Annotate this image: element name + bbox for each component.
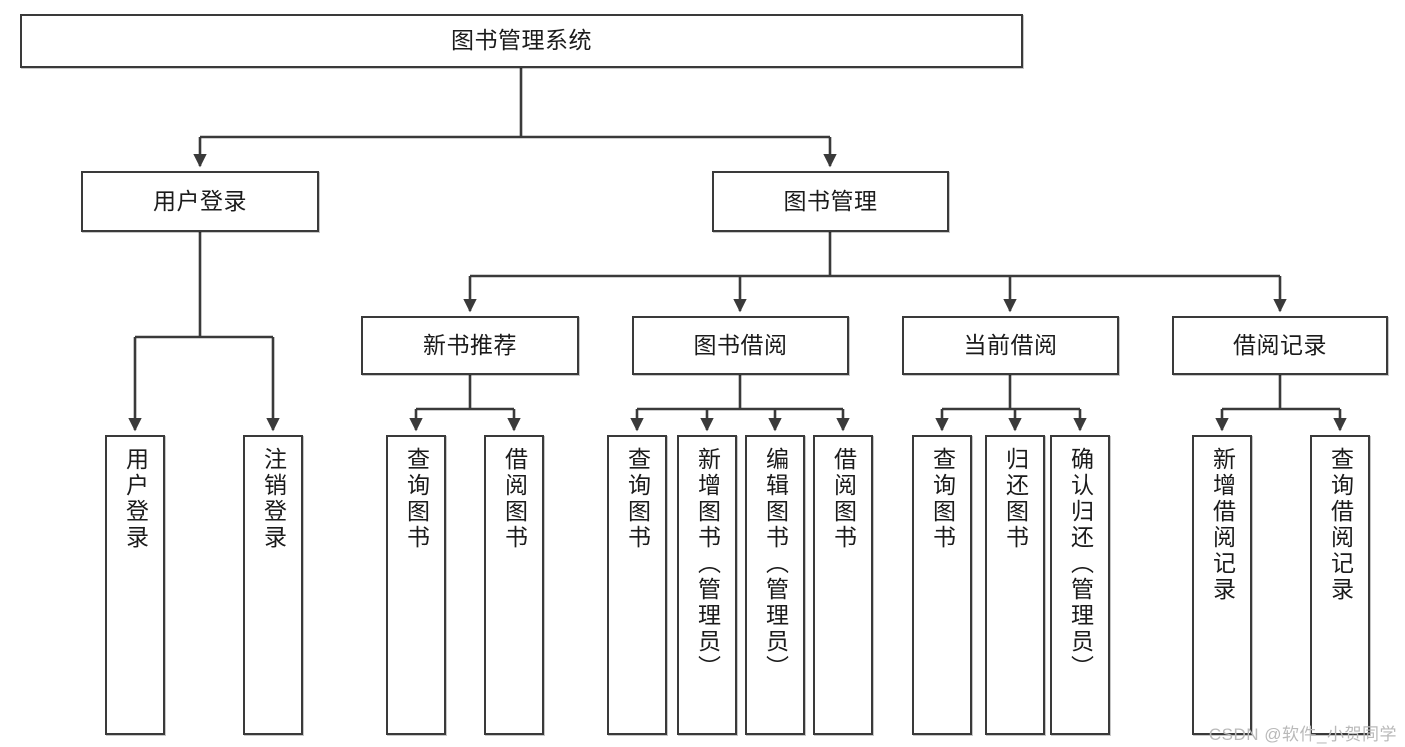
node-leaf-borrow-book-recommend-label: 借阅图书 bbox=[501, 447, 528, 551]
node-leaf-query-book-current[interactable]: 查询图书 bbox=[912, 435, 972, 735]
node-current-borrow[interactable]: 当前借阅 bbox=[902, 316, 1119, 375]
node-leaf-logout[interactable]: 注销登录 bbox=[243, 435, 303, 735]
node-root-label: 图书管理系统 bbox=[451, 27, 592, 54]
node-book-borrow-label: 图书借阅 bbox=[693, 331, 788, 358]
node-leaf-confirm-return-admin[interactable]: 确认归还（管理员） bbox=[1050, 435, 1110, 735]
node-leaf-edit-book-admin-label: 编辑图书（管理员） bbox=[762, 447, 789, 681]
node-current-borrow-label: 当前借阅 bbox=[963, 331, 1058, 358]
node-leaf-add-book-admin-label: 新增图书（管理员） bbox=[694, 447, 721, 681]
node-leaf-borrow-book-recommend[interactable]: 借阅图书 bbox=[484, 435, 544, 735]
node-leaf-query-book-recommend-label: 查询图书 bbox=[403, 447, 430, 551]
node-leaf-return-book[interactable]: 归还图书 bbox=[985, 435, 1045, 735]
node-leaf-return-book-label: 归还图书 bbox=[1002, 447, 1029, 551]
node-borrow-record-label: 借阅记录 bbox=[1233, 331, 1327, 358]
node-leaf-query-book-recommend[interactable]: 查询图书 bbox=[386, 435, 446, 735]
node-user-login[interactable]: 用户登录 bbox=[81, 171, 319, 232]
node-leaf-logout-label: 注销登录 bbox=[260, 447, 287, 551]
node-leaf-user-login[interactable]: 用户登录 bbox=[105, 435, 165, 735]
node-leaf-user-login-label: 用户登录 bbox=[122, 447, 149, 551]
node-new-book-recommend-label: 新书推荐 bbox=[423, 331, 517, 358]
node-leaf-query-book-current-label: 查询图书 bbox=[929, 447, 956, 551]
node-leaf-query-borrow-record-label: 查询借阅记录 bbox=[1327, 447, 1354, 603]
node-user-login-label: 用户登录 bbox=[153, 187, 247, 214]
node-leaf-borrow-book[interactable]: 借阅图书 bbox=[813, 435, 873, 735]
node-leaf-query-borrow-record[interactable]: 查询借阅记录 bbox=[1310, 435, 1370, 735]
node-new-book-recommend[interactable]: 新书推荐 bbox=[361, 316, 579, 375]
node-root[interactable]: 图书管理系统 bbox=[20, 14, 1023, 68]
node-leaf-query-book-borrow-label: 查询图书 bbox=[624, 447, 651, 551]
node-leaf-query-book-borrow[interactable]: 查询图书 bbox=[607, 435, 667, 735]
node-borrow-record[interactable]: 借阅记录 bbox=[1172, 316, 1388, 375]
node-leaf-add-book-admin[interactable]: 新增图书（管理员） bbox=[677, 435, 737, 735]
node-book-borrow[interactable]: 图书借阅 bbox=[632, 316, 849, 375]
node-leaf-confirm-return-admin-label: 确认归还（管理员） bbox=[1067, 447, 1094, 681]
node-book-manage[interactable]: 图书管理 bbox=[712, 171, 949, 232]
node-leaf-add-borrow-record-label: 新增借阅记录 bbox=[1209, 447, 1236, 603]
node-leaf-edit-book-admin[interactable]: 编辑图书（管理员） bbox=[745, 435, 805, 735]
node-leaf-borrow-book-label: 借阅图书 bbox=[830, 447, 857, 551]
node-book-manage-label: 图书管理 bbox=[783, 187, 878, 214]
watermark-text: CSDN @软件_小贺同学 bbox=[1208, 725, 1397, 744]
node-leaf-add-borrow-record[interactable]: 新增借阅记录 bbox=[1192, 435, 1252, 735]
